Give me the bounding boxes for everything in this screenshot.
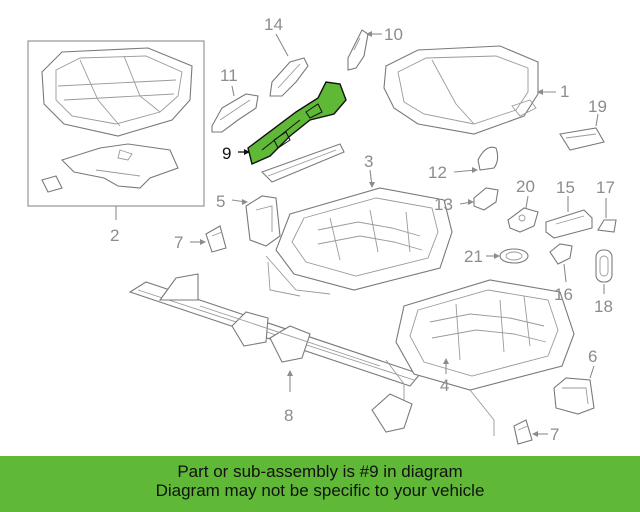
clip-part-13[interactable]: [473, 187, 499, 211]
callout-13: 13: [434, 195, 453, 214]
bracket-part-6[interactable]: [553, 377, 595, 415]
callout-15: 15: [556, 178, 575, 197]
callout-12: 12: [428, 163, 447, 182]
callout-2: 2: [110, 226, 119, 245]
clip-part-7-upper[interactable]: [205, 225, 227, 253]
callout-9: 9: [222, 144, 231, 163]
callout-10: 10: [384, 25, 403, 44]
seat-frame-part-3[interactable]: [265, 187, 453, 297]
highlighted-part-9[interactable]: [247, 81, 347, 165]
bezel-part-18[interactable]: [595, 249, 613, 283]
switch-part-19[interactable]: [559, 127, 605, 151]
callout-20: 20: [516, 177, 535, 196]
callout-3: 3: [364, 152, 373, 171]
seat-frame-part-4[interactable]: [385, 279, 575, 436]
callout-14: 14: [264, 15, 283, 34]
callout-11: 11: [220, 66, 238, 85]
seat-cushion-pad[interactable]: [41, 47, 193, 137]
lever-part-14[interactable]: [269, 57, 309, 97]
knob-part-20[interactable]: [507, 207, 539, 233]
button-part-16[interactable]: [549, 243, 573, 265]
banner-line-2: Diagram may not be specific to your vehi…: [155, 481, 485, 500]
ring-part-21[interactable]: [499, 248, 529, 264]
seat-rail-upper[interactable]: [260, 143, 345, 183]
callout-5: 5: [216, 192, 225, 211]
knob-part-12[interactable]: [477, 146, 499, 171]
callout-6: 6: [588, 347, 597, 366]
seat-parts-diagram: 1 2 3 4 5 6 7 8 9 10 11 12 13 14 15 16 1…: [27, 15, 617, 445]
callout-17: 17: [596, 178, 615, 197]
seat-cushion-part-1[interactable]: [383, 45, 539, 135]
switch-part-15[interactable]: [545, 209, 593, 239]
bracket-part-5[interactable]: [245, 195, 281, 247]
callout-1: 1: [560, 82, 569, 101]
cushion-mat[interactable]: [60, 143, 179, 189]
callout-16: 16: [554, 285, 573, 304]
callout-8: 8: [284, 406, 293, 425]
callout-19: 19: [588, 97, 607, 116]
callout-7-lower: 7: [550, 425, 559, 444]
clip-part-7-lower[interactable]: [513, 419, 533, 445]
cushion-clip[interactable]: [41, 175, 63, 193]
info-banner: Part or sub-assembly is #9 in diagram Di…: [0, 456, 640, 512]
button-part-17[interactable]: [597, 219, 617, 233]
bracket-part-10[interactable]: [347, 29, 369, 71]
callout-4: 4: [440, 376, 449, 395]
callout-21: 21: [464, 247, 483, 266]
banner-line-1: Part or sub-assembly is #9 in diagram: [177, 462, 463, 481]
seat-track-part-8[interactable]: [128, 273, 421, 433]
callout-18: 18: [594, 297, 613, 316]
cover-part-11[interactable]: [211, 93, 259, 133]
callout-7-upper: 7: [174, 233, 183, 252]
